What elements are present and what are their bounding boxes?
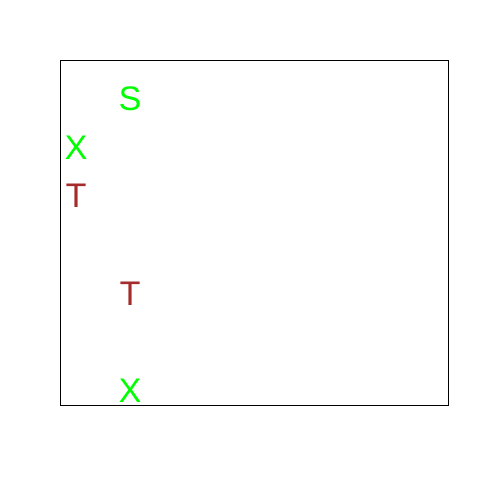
glyph-s-green: S: [118, 80, 142, 118]
glyph-t-red: T: [119, 275, 141, 313]
glyph-x-green: X: [118, 372, 142, 410]
glyph-x-green: X: [64, 129, 88, 167]
glyph-t-red: T: [65, 177, 87, 215]
plot-frame: [60, 60, 449, 406]
